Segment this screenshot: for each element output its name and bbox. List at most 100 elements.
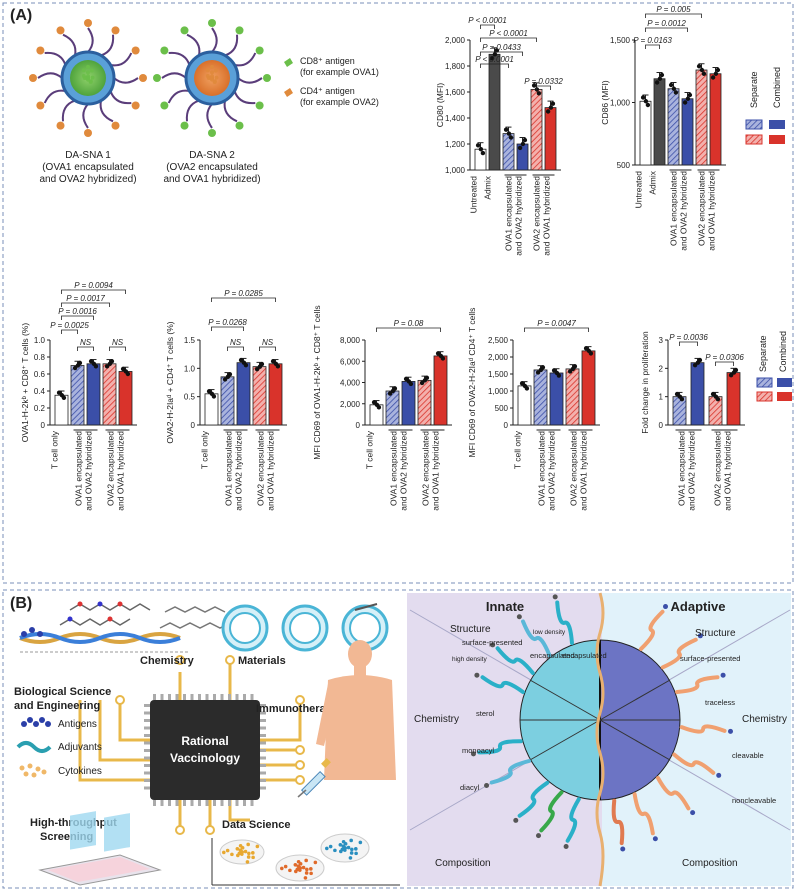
data-point — [545, 109, 551, 114]
data-point — [104, 364, 110, 369]
traceless-label: traceless — [705, 698, 735, 707]
data-point — [550, 101, 556, 106]
significance-bracket — [480, 51, 523, 56]
significance-bracket — [480, 37, 537, 42]
data-point — [645, 102, 651, 108]
bar — [726, 372, 741, 426]
data-point — [419, 380, 425, 386]
y-tick-label: 1 — [659, 393, 664, 402]
antigen-legend: CD8⁺ antigen (for example OVA1) CD4⁺ ant… — [284, 56, 379, 107]
data-point — [227, 372, 233, 377]
bio-label-2: and Engineering — [14, 700, 100, 712]
sterol-label: sterol — [476, 709, 495, 718]
x-tick-label: Untreated — [634, 171, 644, 209]
data-point — [659, 72, 665, 78]
x-tick-label: T cell only — [365, 430, 375, 469]
data-point — [657, 76, 663, 81]
bar — [236, 362, 251, 426]
significance-bracket — [645, 13, 702, 18]
y-tick-label: 2,000 — [445, 36, 466, 45]
significance-bracket — [679, 341, 698, 346]
y-tick-label: 0.6 — [34, 370, 46, 379]
bar — [102, 363, 117, 426]
significance-bracket — [376, 327, 441, 332]
data-point — [72, 365, 78, 371]
data-point — [674, 391, 680, 397]
legend-separate-label: Separate — [749, 71, 759, 108]
y-tick-label: 2,000 — [340, 400, 361, 409]
data-point — [424, 375, 430, 381]
innate-composition-label: Composition — [435, 858, 491, 869]
significance-bracket — [109, 346, 126, 351]
materials-label: Materials — [238, 655, 286, 667]
p-value-label: P < 0.0001 — [489, 29, 528, 38]
chip-label-2: Vaccinology — [170, 751, 240, 765]
adaptive-surface-presented: surface-presented — [680, 654, 740, 663]
sna1-desc2: and OVA2 hybridized) — [39, 174, 136, 185]
legend-combined-blue — [769, 120, 785, 129]
x-tick-label: OVA2 encapsulated — [532, 176, 542, 251]
data-point — [524, 386, 530, 391]
x-tick-label: OVA2 encapsulated — [421, 431, 431, 506]
y-tick-label: 1,800 — [445, 62, 466, 71]
data-point — [697, 357, 703, 363]
chip-label-1: Rational — [181, 734, 228, 748]
p-value-label: P = 0.0036 — [669, 333, 708, 342]
p-value-label: P = 0.0163 — [633, 36, 672, 45]
data-point — [109, 359, 115, 364]
data-point — [56, 390, 62, 395]
p-value-label: P = 0.0017 — [66, 294, 105, 303]
bar — [488, 53, 501, 171]
panel-b-frame — [2, 589, 794, 889]
bar — [268, 363, 283, 426]
y-tick-label: 0 — [504, 421, 509, 430]
circuit-lines — [78, 662, 302, 830]
significance-bracket — [61, 289, 126, 294]
p-value-label: NS — [80, 338, 92, 347]
data-point — [371, 400, 377, 405]
legend-separate-red — [745, 134, 763, 145]
adaptive-title: Adaptive — [671, 599, 726, 614]
x-tick-label: Admix — [648, 170, 658, 194]
sna2-desc1: (OVA2 encapsulated — [166, 162, 258, 173]
sna2-desc2: and OVA1 hybridized) — [163, 174, 260, 185]
x-tick-label: and OVA1 hybridized — [723, 431, 733, 511]
data-point — [588, 351, 594, 356]
significance-bracket — [259, 346, 276, 351]
bar — [549, 372, 564, 426]
data-point — [556, 373, 562, 378]
data-point — [77, 360, 83, 366]
legend2-separate-blue — [756, 377, 773, 388]
molecule-structures — [19, 601, 231, 653]
y-tick-label: 1,500 — [610, 36, 631, 45]
p-value-label: P < 0.0001 — [468, 16, 507, 25]
innate-chemistry-label: Chemistry — [414, 714, 459, 725]
y-tick-label: 1.5 — [184, 336, 196, 345]
bar — [708, 396, 723, 426]
p-value-label: P = 0.0025 — [50, 321, 89, 330]
bar — [70, 365, 85, 426]
x-tick-label: Admix — [483, 175, 493, 199]
y-tick-label: 1,400 — [445, 114, 466, 123]
p-value-label: P = 0.0332 — [524, 77, 563, 86]
data-point — [699, 67, 705, 73]
bar — [544, 107, 557, 171]
significance-bracket — [715, 361, 734, 366]
data-point — [685, 96, 691, 101]
antigens-icon — [21, 717, 51, 727]
x-tick-label: OVA2 encapsulated — [256, 431, 266, 506]
data-point — [254, 366, 260, 372]
x-tick-label: OVA1 encapsulated — [224, 431, 234, 506]
significance-bracket — [227, 346, 244, 351]
legend-cd8b: (for example OVA1) — [300, 67, 379, 77]
x-tick-label: and OVA2 hybridized — [679, 171, 689, 251]
bar — [653, 78, 666, 166]
y-tick-label: 0.8 — [34, 353, 46, 362]
data-point — [489, 56, 495, 61]
data-point — [435, 351, 441, 356]
